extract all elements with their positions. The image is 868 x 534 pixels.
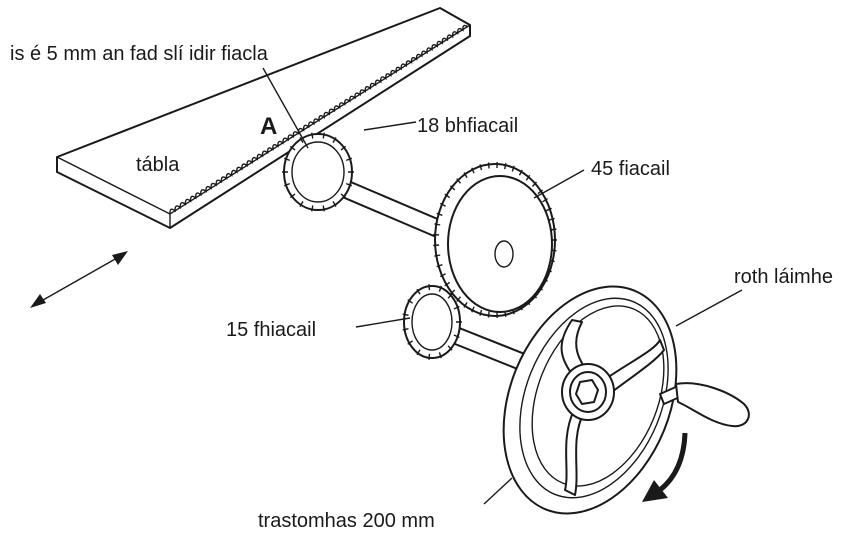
handwheel-label: roth láimhe: [734, 266, 833, 288]
gear-15-label: 15 fhiacail: [226, 319, 316, 341]
handwheel: [502, 285, 750, 515]
pitch-label: is é 5 mm an fad slí idir fiacla: [10, 43, 269, 65]
rack-table: [56, 7, 471, 229]
gear-15: [402, 284, 462, 360]
rotation-arrow-icon: [642, 432, 688, 502]
double-arrow-icon: [30, 251, 128, 308]
rack-teeth: [169, 24, 469, 215]
gear-18-label: 18 bhfiacail: [417, 115, 518, 137]
gear-18: [282, 132, 354, 212]
point-a-label: A: [260, 113, 277, 140]
gear-45: [433, 161, 557, 319]
gear-45-label: 45 fiacail: [591, 158, 670, 180]
leader-lines: [262, 67, 743, 505]
diameter-label: trastomhas 200 mm: [258, 510, 435, 532]
table-label: tábla: [136, 154, 180, 176]
